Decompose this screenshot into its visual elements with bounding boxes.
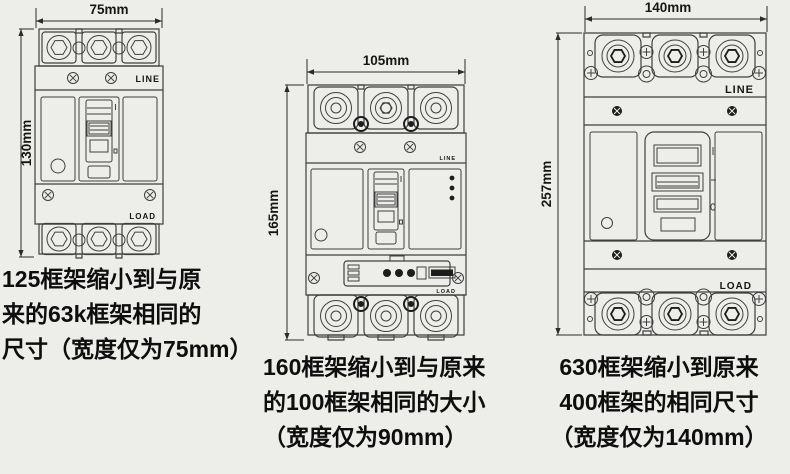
toggle-handle	[652, 145, 703, 231]
test-button	[602, 218, 613, 229]
load-label: LOAD	[129, 212, 156, 221]
caption-breaker-125: 125框架缩小到与原 来的63k框架相同的 尺寸（宽度仅为75mm）	[2, 262, 252, 367]
height-dimension-line	[18, 29, 34, 257]
caption-line: 尺寸（宽度仅为75mm）	[2, 336, 253, 362]
load-label: LOAD	[720, 281, 752, 292]
rating-window	[661, 218, 695, 231]
top-terminal-block	[39, 29, 159, 66]
caption-breaker-160: 160框架缩小到与原来 的100框架相同的大小 （宽度仅为90mm）	[263, 350, 485, 455]
height-dimension-line	[284, 85, 304, 340]
indicator-dot	[449, 195, 455, 201]
bottom-terminal-block	[39, 224, 159, 254]
height-dimension-line	[555, 33, 582, 335]
left-pole-panel	[311, 169, 363, 249]
indicator-dot	[449, 185, 455, 191]
indicator-dot	[449, 175, 455, 181]
center-pole-panel	[79, 97, 119, 181]
width-dimension-line	[585, 6, 767, 32]
caption-breaker-630: 630框架缩小到原来 400框架的相同尺寸 （宽度仅为140mm）	[536, 350, 782, 455]
height-dimension-label: 130mm	[19, 120, 34, 167]
top-terminal-block	[584, 34, 766, 83]
breaker-630-body: LINE	[584, 33, 766, 336]
left-pole-panel	[590, 132, 637, 240]
breaker-125-body: LINE	[35, 29, 163, 258]
line-label: LINE	[439, 156, 456, 162]
width-dimension-label: 105mm	[363, 53, 410, 68]
figure-breaker-125: 75mm 130mm	[0, 0, 262, 362]
off-mark	[711, 204, 715, 210]
line-label: LINE	[725, 84, 754, 96]
off-mark	[114, 149, 117, 153]
width-dimension-line	[36, 8, 162, 28]
caption-line: 160框架缩小到与原来	[263, 354, 486, 380]
breaker-125-drawing: 75mm 130mm	[18, 2, 262, 264]
center-pole-panel	[645, 132, 710, 240]
bottom-terminal-block	[584, 288, 766, 336]
figure-breaker-160: 105mm 165mm	[263, 50, 525, 450]
height-dimension-label: 257mm	[539, 161, 554, 208]
accessory-strip	[344, 256, 455, 286]
line-label: LINE	[135, 74, 160, 84]
toggle-handle	[374, 172, 398, 244]
breaker-160-drawing: 105mm 165mm	[266, 53, 525, 350]
caption-line: 的100框架相同的大小	[263, 389, 486, 415]
figure-breaker-630: 140mm 257mm	[526, 0, 790, 450]
breaker-630-drawing: 140mm 257mm	[539, 0, 790, 336]
caption-line: （宽度仅为90mm）	[263, 424, 468, 450]
width-dimension-label: 140mm	[645, 0, 692, 15]
right-pole-panel	[123, 97, 157, 181]
caption-line: （宽度仅为140mm）	[550, 424, 768, 450]
test-button	[315, 229, 327, 241]
off-mark	[400, 220, 403, 224]
caption-line: 630框架缩小到原来	[559, 354, 759, 380]
height-dimension-label: 165mm	[266, 190, 281, 237]
test-button	[51, 159, 65, 173]
center-pole-panel	[368, 169, 404, 249]
caption-line: 125框架缩小到与原	[2, 266, 202, 292]
width-dimension-line	[307, 59, 465, 84]
breaker-160-body: LINE	[306, 85, 466, 340]
caption-line: 400框架的相同尺寸	[559, 389, 759, 415]
caption-line: 来的63k框架相同的	[2, 301, 202, 327]
rating-window	[429, 267, 455, 278]
toggle-handle	[86, 100, 112, 178]
load-label: LOAD	[436, 289, 456, 295]
width-dimension-label: 75mm	[89, 2, 128, 17]
left-pole-panel	[41, 97, 75, 181]
right-pole-panel	[409, 169, 461, 249]
right-pole-panel	[715, 132, 762, 240]
